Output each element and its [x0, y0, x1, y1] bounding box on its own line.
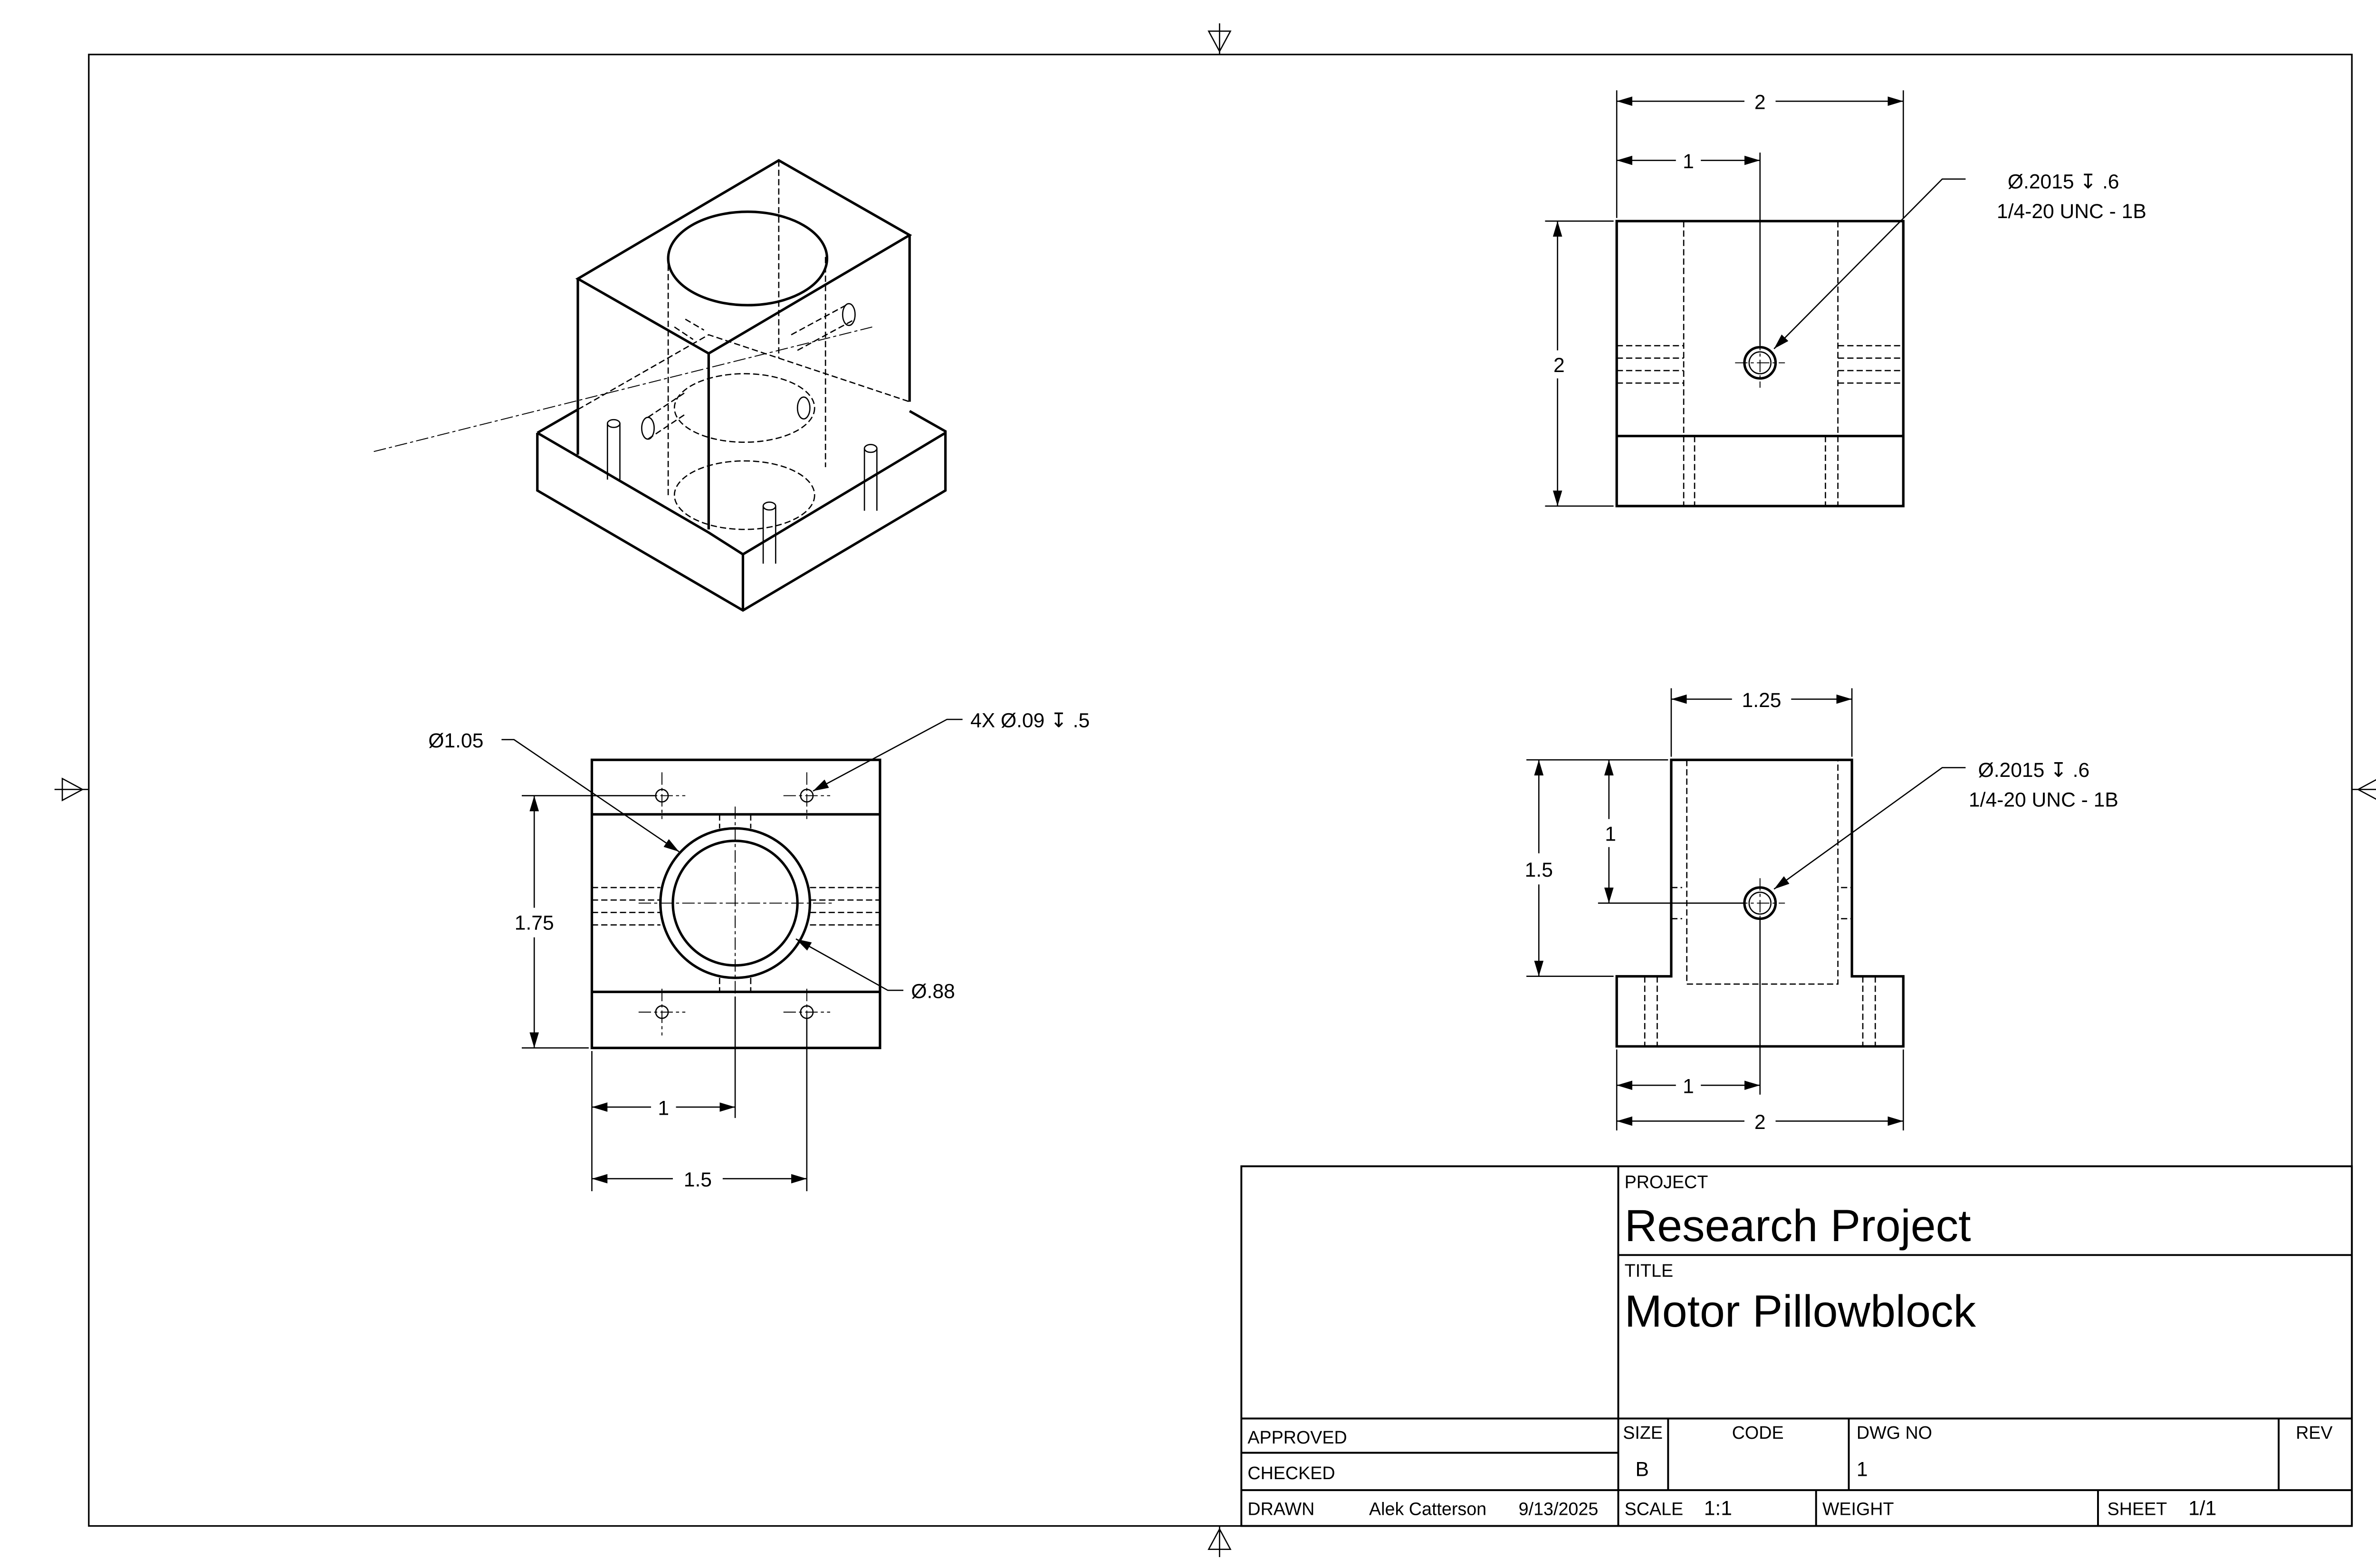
title-block: PROJECT Research Project TITLE Motor Pil… — [1240, 1165, 2353, 1527]
front-view: 2 1 2 Ø.2015 ↧ .6 1/4-20 UNC - 1B — [1545, 90, 2146, 507]
weight-label: WEIGHT — [1822, 1499, 1894, 1519]
scale-value: 1:1 — [1704, 1497, 1732, 1520]
side-view: 1.25 1 1.5 1 2 Ø.2015 ↧ .6 1/4-20 UNC - … — [1525, 688, 2118, 1134]
dwg-no-label: DWG NO — [1857, 1423, 1932, 1443]
drawn-date: 9/13/2025 — [1519, 1499, 1599, 1519]
size-value: B — [1636, 1458, 1649, 1481]
drawn-label: DRAWN — [1247, 1499, 1314, 1519]
thread-callout: 1/4-20 UNC - 1B — [1997, 200, 2146, 223]
dim-height: 2 — [1553, 354, 1565, 377]
dim-width: 1.25 — [1742, 689, 1782, 712]
dim-width: 2 — [1754, 91, 1766, 114]
outer-diameter-callout: Ø1.05 — [428, 729, 483, 752]
drawn-by: Alek Catterson — [1369, 1499, 1486, 1519]
thread-callout: 1/4-20 UNC - 1B — [1969, 789, 2118, 812]
sheet-value: 1/1 — [2188, 1497, 2216, 1520]
isometric-view — [374, 159, 947, 612]
sheet-border — [88, 54, 2353, 1527]
rev-label: REV — [2296, 1423, 2332, 1443]
inner-diameter-callout: Ø.88 — [911, 980, 955, 1003]
project-label: PROJECT — [1625, 1172, 1708, 1192]
drawing-title: Motor Pillowblock — [1625, 1286, 1976, 1337]
hole-callout: Ø.2015 ↧ .6 — [2008, 171, 2119, 193]
mounting-holes-callout: 4X Ø.09 ↧ .5 — [970, 709, 1090, 732]
dim-hole-height: 1 — [1605, 823, 1616, 846]
hole-callout: Ø.2015 ↧ .6 — [1978, 759, 2090, 782]
dim-offset: 1 — [658, 1097, 669, 1119]
approved-label: APPROVED — [1247, 1427, 1347, 1447]
dwg-no-value: 1 — [1857, 1458, 1868, 1481]
dim-total: 2 — [1754, 1111, 1766, 1134]
dim-height: 1.75 — [515, 911, 554, 934]
checked-label: CHECKED — [1247, 1463, 1335, 1483]
dim-offset: 1 — [1683, 150, 1694, 173]
title-label: TITLE — [1625, 1261, 1674, 1281]
plan-view: 1.75 1 1.5 Ø1.05 Ø.88 4X Ø.09 ↧ .5 — [428, 709, 1090, 1191]
dim-offset: 1 — [1683, 1075, 1694, 1098]
sheet-label: SHEET — [2108, 1499, 2167, 1519]
scale-label: SCALE — [1625, 1499, 1684, 1519]
centering-marks — [54, 23, 2376, 1558]
project-name: Research Project — [1625, 1201, 1971, 1251]
size-label: SIZE — [1623, 1423, 1663, 1443]
dim-spacing: 1.5 — [684, 1168, 712, 1191]
dim-height: 1.5 — [1525, 859, 1553, 881]
code-label: CODE — [1732, 1423, 1784, 1443]
